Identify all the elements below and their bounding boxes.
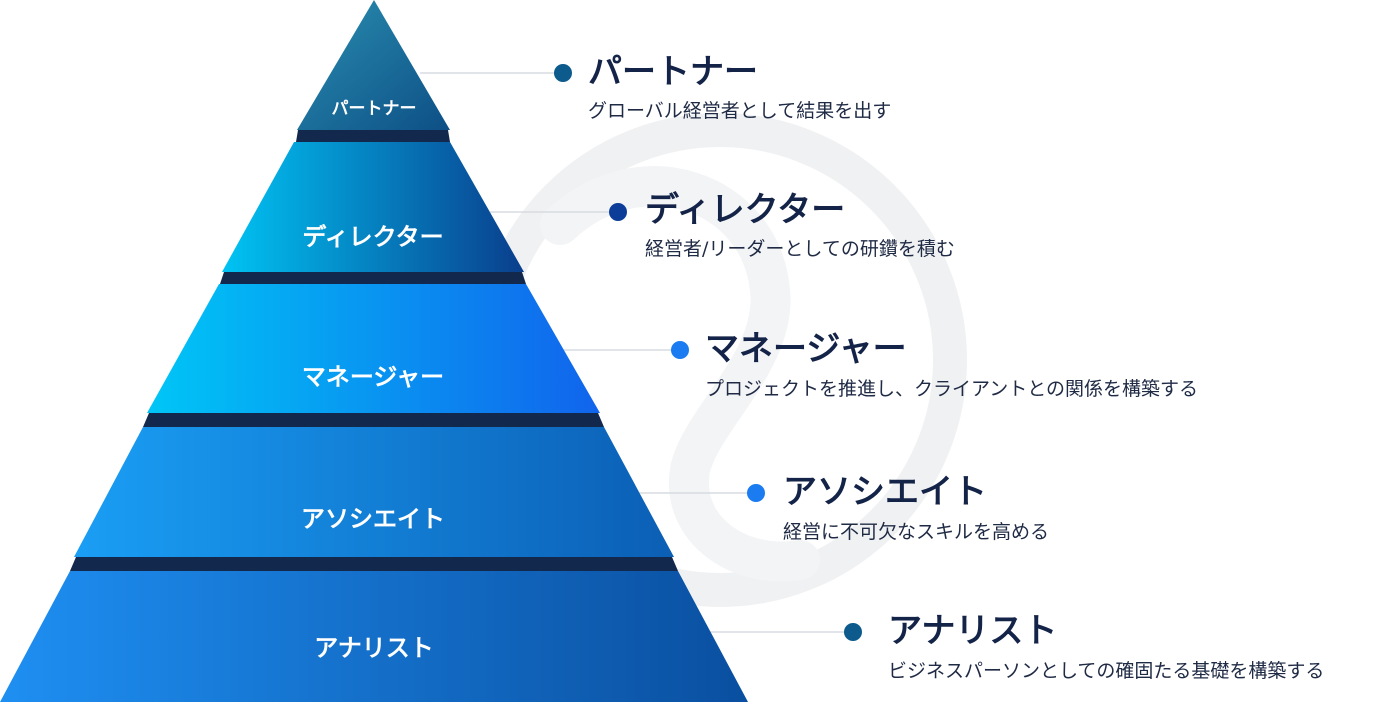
connector-lines <box>420 72 845 633</box>
role-title-manager: マネージャー <box>705 329 907 369</box>
bullet-dot-director <box>609 203 627 221</box>
tier-analyst <box>0 571 748 702</box>
role-title-analyst: アナリスト <box>888 611 1057 651</box>
role-desc-analyst: ビジネスパーソンとしての確固たる基礎を構築する <box>888 660 1324 682</box>
tier-label-associate: アソシエイト <box>301 505 445 533</box>
tier-labels: パートナー ディレクター マネージャー アソシエイト アナリスト <box>301 99 445 662</box>
bullet-dot-analyst <box>844 623 862 641</box>
bullet-dots <box>554 64 862 641</box>
tier-shadow-3 <box>143 413 604 427</box>
role-descriptions: グローバル経営者として結果を出す 経営者/リーダーとしての研鑽を積む プロジェク… <box>588 100 1324 682</box>
tier-shadow-2 <box>220 272 526 284</box>
role-title-director: ディレクター <box>645 190 845 230</box>
tier-label-partner: パートナー <box>332 99 417 119</box>
bullet-dot-partner <box>554 64 572 82</box>
tier-shadow-1 <box>296 130 450 142</box>
tier-director <box>222 142 524 272</box>
tier-label-director: ディレクター <box>302 223 443 251</box>
role-desc-associate: 経営に不可欠なスキルを高める <box>783 521 1049 543</box>
bullet-dot-manager <box>671 341 689 359</box>
role-desc-director: 経営者/リーダーとしての研鑽を積む <box>645 238 955 260</box>
bullet-dot-associate <box>747 484 765 502</box>
tier-label-analyst: アナリスト <box>314 634 434 662</box>
tier-associate <box>74 427 674 557</box>
role-title-associate: アソシエイト <box>783 472 987 512</box>
tier-partner <box>297 0 450 130</box>
tier-label-manager: マネージャー <box>302 363 444 391</box>
tier-manager <box>147 284 600 413</box>
role-desc-manager: プロジェクトを推進し、クライアントとの関係を構築する <box>705 378 1198 400</box>
tier-shadow-4 <box>70 557 678 571</box>
pyramid <box>0 0 748 702</box>
role-titles: パートナー ディレクター マネージャー アソシエイト アナリスト <box>588 52 1057 651</box>
role-title-partner: パートナー <box>588 52 758 92</box>
role-desc-partner: グローバル経営者として結果を出す <box>588 100 891 122</box>
tier-shadows <box>70 130 678 571</box>
